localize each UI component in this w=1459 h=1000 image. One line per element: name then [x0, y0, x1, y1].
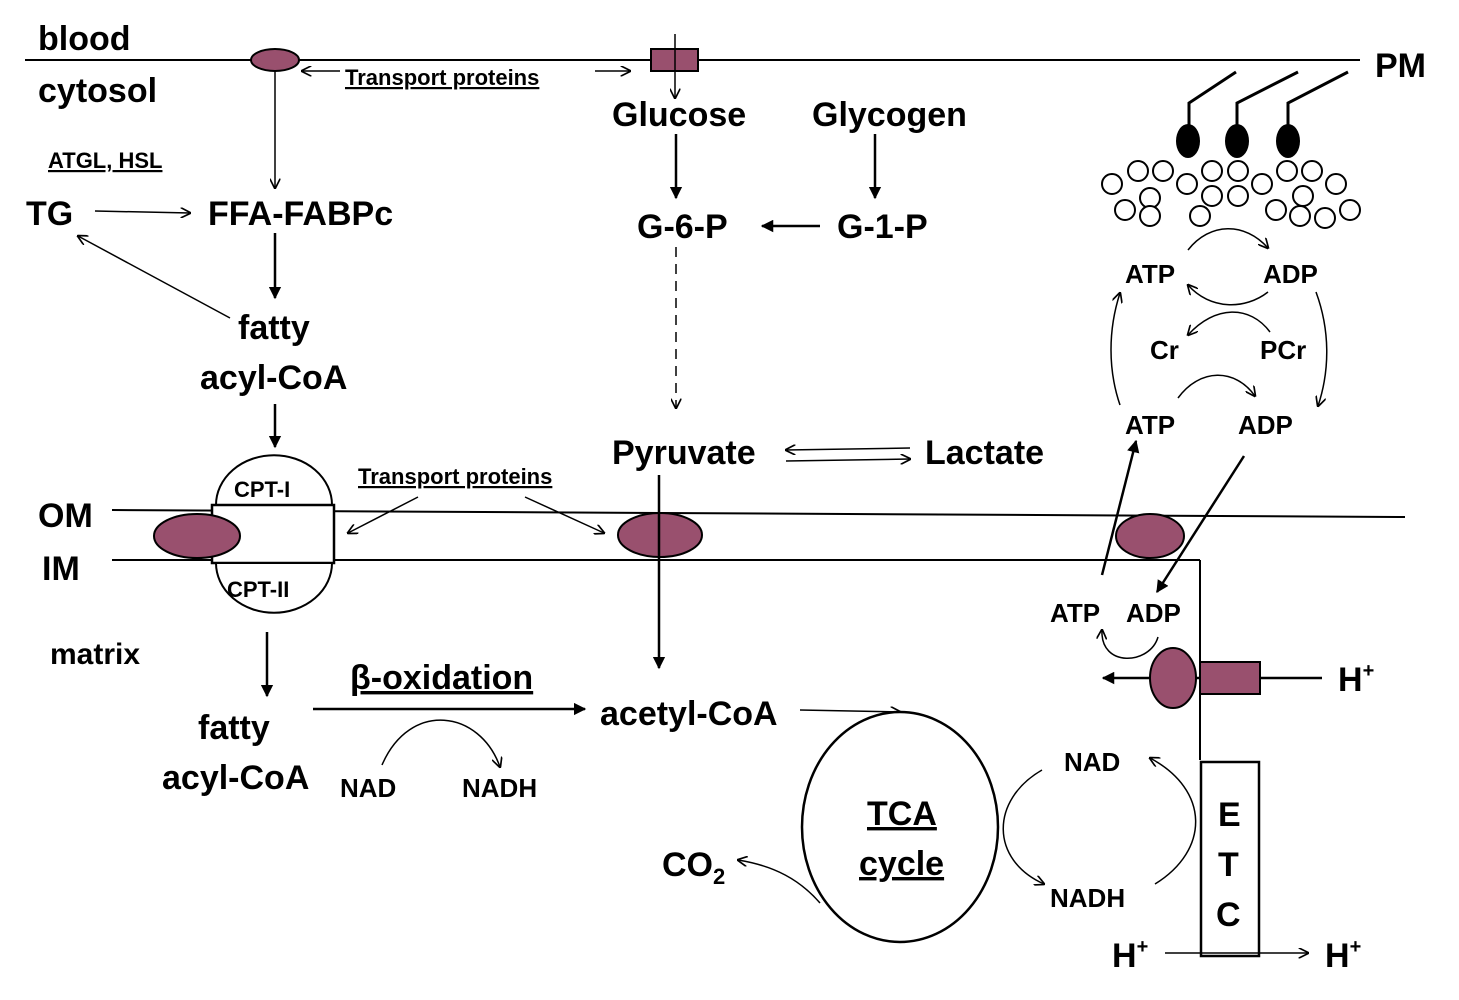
- filament-bead: [1314, 207, 1336, 229]
- cpt1-shape: [214, 454, 334, 506]
- filament-bead: [1176, 173, 1198, 195]
- arrow-adp-import: [1155, 455, 1246, 594]
- arrow-transport-to-cpt: [348, 496, 419, 533]
- adp-atp-translocase: [1115, 513, 1185, 559]
- label-blood: blood: [38, 20, 131, 58]
- etc-letter-c: C: [1216, 896, 1241, 934]
- atp-synthase-f1: [1149, 647, 1197, 709]
- lactate: Lactate: [925, 434, 1044, 472]
- fatty-acyl-coa-cyto-2: acyl-CoA: [200, 359, 347, 397]
- atp-top: ATP: [1125, 259, 1175, 289]
- pcr: PCr: [1260, 335, 1306, 365]
- tca-nadh: NADH: [1050, 883, 1125, 913]
- arrow-tca-to-co2: [738, 860, 821, 904]
- filament-bead: [1114, 199, 1136, 221]
- etc-box: [1199, 760, 1261, 958]
- filament-bead: [1251, 173, 1273, 195]
- glucose: Glucose: [612, 96, 746, 134]
- carnitine-transporter: [153, 513, 241, 559]
- label-pm: PM: [1375, 47, 1426, 85]
- tg: TG: [26, 195, 73, 233]
- arrow-transport-to-mpc: [524, 496, 604, 533]
- etc-letter-t: T: [1218, 846, 1239, 884]
- filament-bead: [1127, 160, 1149, 182]
- arrow-pcr-to-cr: [1188, 311, 1271, 335]
- filament-bead: [1201, 160, 1223, 182]
- pyruvate: Pyruvate: [612, 434, 756, 472]
- arrow-nadh-to-nad-etc: [1150, 758, 1197, 885]
- transport-proteins-mid: Transport proteins: [358, 464, 552, 489]
- filament-bead: [1152, 160, 1174, 182]
- arrow-tg-to-ffa: [94, 211, 190, 213]
- arrow-adp-top-to-atp-top: [1188, 285, 1269, 306]
- arrow-atp-mid-to-atp-top: [1110, 293, 1120, 406]
- arrow-acetyl-to-tca: [799, 710, 900, 712]
- label-matrix: matrix: [50, 638, 140, 671]
- beta-nad: NAD: [340, 773, 396, 803]
- arrow-nad-to-nadh: [381, 719, 500, 767]
- arrow-atp-top-to-adp-top: [1187, 228, 1268, 251]
- atp-low: ATP: [1050, 598, 1100, 628]
- filament-bead: [1289, 205, 1311, 227]
- filament-bead: [1101, 173, 1123, 195]
- tca-cycle-circle: [800, 710, 1000, 944]
- fatty-acyl-coa-cyto-1: fatty: [238, 309, 310, 347]
- label-im: IM: [42, 550, 80, 588]
- cpt2-label: CPT-II: [227, 577, 289, 602]
- adp-low: ADP: [1126, 598, 1181, 628]
- beta-oxidation-label: β-oxidation: [350, 659, 533, 697]
- filament-bead: [1325, 173, 1347, 195]
- adp-top: ADP: [1263, 259, 1318, 289]
- arrow-pyruvate-to-lactate: [785, 459, 910, 461]
- arrow-nad-to-nadh-tca: [1002, 769, 1044, 884]
- filament-bead: [1227, 160, 1249, 182]
- g1p: G-1-P: [837, 208, 928, 246]
- filament-bead: [1189, 205, 1211, 227]
- myosin-heads: [1176, 70, 1349, 158]
- filament-bead: [1292, 185, 1314, 207]
- arrow-atp-export: [1100, 439, 1140, 576]
- ffa-fabpc: FFA-FABPc: [208, 195, 393, 233]
- cpt2-shape: [214, 562, 334, 614]
- fatty-acyl-coa-matrix-2: acyl-CoA: [162, 759, 309, 797]
- h-plus-bottom-right: H+: [1325, 936, 1361, 975]
- atp-synthase-fo: [1199, 661, 1261, 695]
- tca-label-1: TCA: [867, 795, 937, 833]
- h-plus-bottom-left: H+: [1112, 936, 1148, 975]
- filament-bead: [1227, 185, 1249, 207]
- h-plus-right: H+: [1338, 660, 1374, 699]
- tca-label-2: cycle: [859, 845, 944, 883]
- arrow-adp-to-atp-synthase: [1102, 630, 1159, 659]
- actin-filament-beads: [1101, 160, 1361, 229]
- arrow-acyl-to-tg: [78, 236, 231, 319]
- fatty-acid-transporter: [250, 48, 300, 72]
- lipases-label: ATGL, HSL: [48, 148, 162, 173]
- label-cytosol: cytosol: [38, 72, 157, 110]
- arrow-adp-top-to-adp-mid: [1316, 291, 1328, 406]
- filament-bead: [1265, 199, 1287, 221]
- filament-bead: [1276, 160, 1298, 182]
- beta-nadh: NADH: [462, 773, 537, 803]
- atp-mid: ATP: [1125, 410, 1175, 440]
- filament-bead: [1339, 199, 1361, 221]
- filament-bead: [1139, 205, 1161, 227]
- tca-nad: NAD: [1064, 747, 1120, 777]
- arrow-atp-mid-to-adp-mid: [1177, 374, 1255, 399]
- etc-letter-e: E: [1218, 796, 1241, 834]
- filament-bead: [1201, 185, 1223, 207]
- glycogen: Glycogen: [812, 96, 967, 134]
- co2: CO2: [662, 846, 725, 889]
- cr: Cr: [1150, 335, 1179, 365]
- cpt1-label: CPT-I: [234, 477, 290, 502]
- label-om: OM: [38, 497, 93, 535]
- g6p: G-6-P: [637, 208, 728, 246]
- arrow-lactate-to-pyruvate: [786, 448, 911, 450]
- fatty-acyl-coa-matrix-1: fatty: [198, 709, 270, 747]
- filament-bead: [1301, 160, 1323, 182]
- transport-proteins-top: Transport proteins: [345, 65, 539, 90]
- adp-mid: ADP: [1238, 410, 1293, 440]
- acetyl-coa: acetyl-CoA: [600, 695, 778, 733]
